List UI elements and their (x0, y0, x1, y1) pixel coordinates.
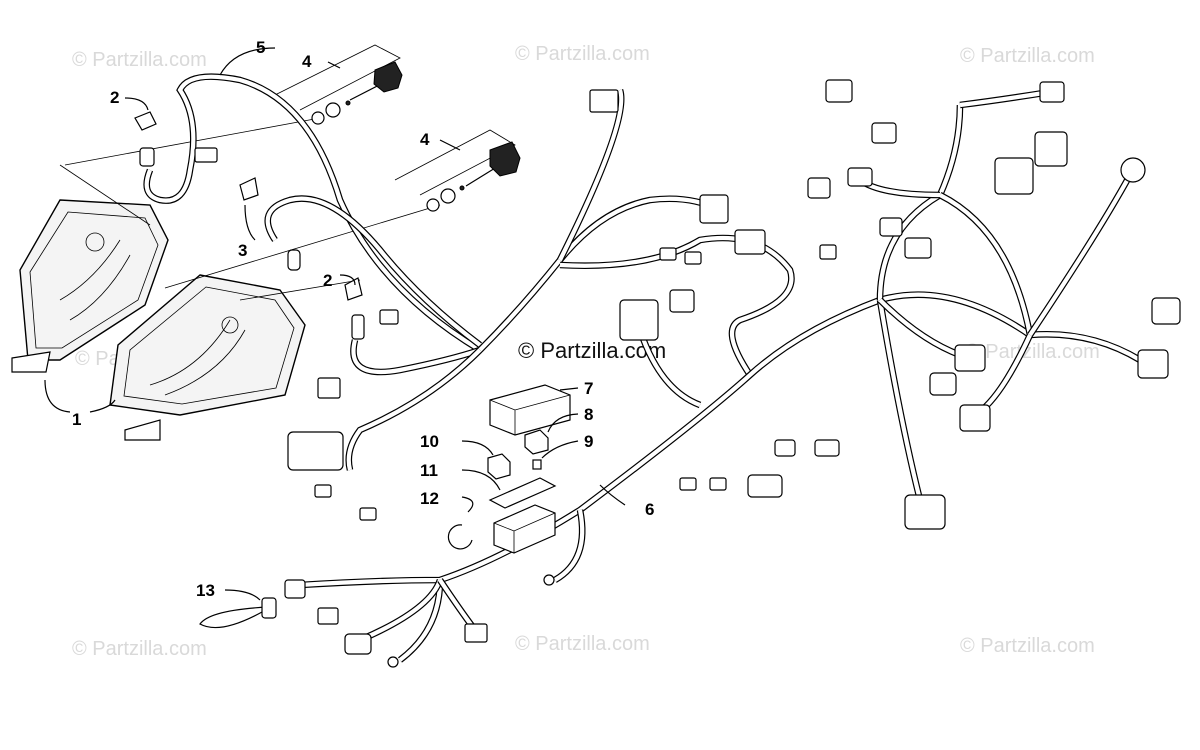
connectors (284, 79, 1181, 668)
callout-label: 1 (72, 410, 81, 429)
watermark-tile: © Partzilla.com (72, 49, 207, 71)
callout-label: 2 (323, 271, 332, 290)
watermark-tile: © Partzilla.com (960, 635, 1095, 657)
watermark-tile: © Partzilla.com (515, 633, 650, 655)
headlight-sub-harness (143, 73, 482, 376)
watermark-tile: © Partzilla.com (72, 638, 207, 660)
callout-label: 4 (302, 52, 312, 71)
callout-label: 8 (584, 405, 593, 424)
callout-label: 9 (584, 432, 593, 451)
callout-label: 2 (110, 88, 119, 107)
callout-1-leader (44, 379, 116, 413)
bulb-sockets (134, 111, 365, 340)
watermark-tile: © Partzilla.com (515, 43, 650, 65)
callout-label: 5 (256, 38, 265, 57)
main-harness (299, 88, 1142, 663)
assembly-brackets (59, 44, 516, 301)
adjuster-lower (426, 141, 521, 212)
callout-labels: 1 2 2 3 4 4 5 6 7 8 9 10 11 12 13 (72, 38, 654, 600)
watermark-tile: © Partzilla.com (960, 45, 1095, 67)
callout-label: 4 (420, 130, 430, 149)
callout-label: 11 (420, 461, 438, 480)
watermark-tile: © Partzilla.com (965, 341, 1100, 363)
leader-lines (124, 47, 626, 601)
callout-label: 3 (238, 241, 247, 260)
callout-label: 12 (420, 489, 439, 508)
callout-label: 7 (584, 379, 593, 398)
callout-label: 13 (196, 581, 215, 600)
fuse-relay-components (199, 384, 571, 629)
callout-label: 10 (420, 432, 439, 451)
adjuster-upper (311, 61, 403, 125)
headlight-front (109, 274, 306, 441)
callout-label: 6 (645, 500, 654, 519)
headlight-rear (11, 199, 169, 373)
